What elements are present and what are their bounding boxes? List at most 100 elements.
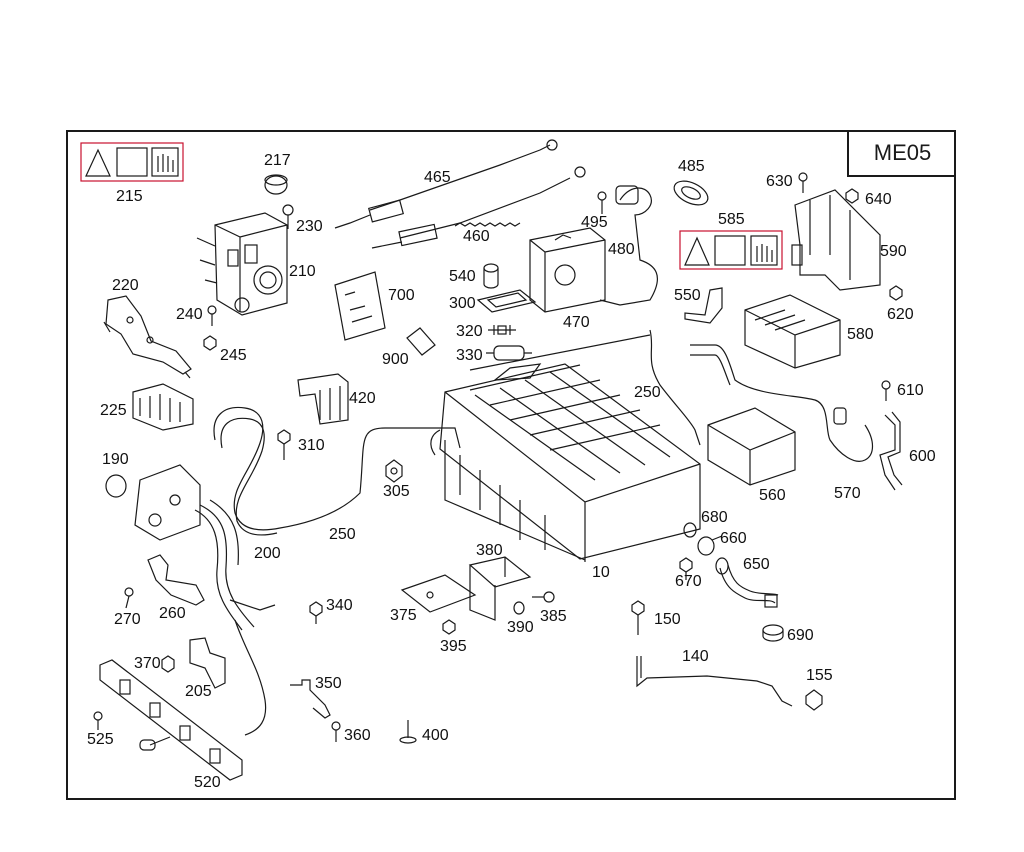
plate-375 [400, 574, 477, 613]
clamp-660 [697, 535, 723, 556]
callout-330: 330 [456, 347, 483, 364]
bolt-610 [881, 380, 891, 401]
nut-245 [203, 335, 217, 351]
hose-650 [715, 557, 779, 608]
bracket-220 [103, 295, 192, 379]
callout-350: 350 [315, 675, 342, 692]
callout-250-right: 250 [634, 384, 661, 401]
callout-600: 600 [909, 448, 936, 465]
callout-620: 620 [887, 306, 914, 323]
bracket-590 [791, 189, 881, 291]
callout-215: 215 [116, 188, 143, 205]
callout-495: 495 [581, 214, 608, 231]
callout-360: 360 [344, 727, 371, 744]
callout-140: 140 [682, 648, 709, 665]
battery-10 [430, 363, 701, 562]
callout-270: 270 [114, 611, 141, 628]
callout-155: 155 [806, 667, 833, 684]
callout-225: 225 [100, 402, 127, 419]
bolt-495 [597, 191, 607, 214]
callout-200: 200 [254, 545, 281, 562]
bolt-670 [679, 557, 693, 580]
pipe-140 [636, 656, 793, 707]
callout-370: 370 [134, 655, 161, 672]
callout-660: 660 [720, 530, 747, 547]
bolt-340 [309, 601, 323, 624]
callout-300: 300 [449, 295, 476, 312]
callout-245: 245 [220, 347, 247, 364]
callout-570: 570 [834, 485, 861, 502]
bracket-350 [290, 679, 331, 719]
bolt-385 [532, 591, 555, 603]
callout-680: 680 [701, 509, 728, 526]
callout-550: 550 [674, 287, 701, 304]
callout-400: 400 [422, 727, 449, 744]
callout-585: 585 [718, 211, 745, 228]
callout-260: 260 [159, 605, 186, 622]
junction-box-210 [196, 212, 288, 316]
callout-230: 230 [296, 218, 323, 235]
document-700 [334, 271, 386, 341]
bolt-525 [93, 711, 103, 730]
callout-630: 630 [766, 173, 793, 190]
callout-375: 375 [390, 607, 417, 624]
callout-217: 217 [264, 152, 291, 169]
callout-610: 610 [897, 382, 924, 399]
bracket-205 [189, 637, 226, 689]
callout-320: 320 [456, 323, 483, 340]
cable-480 [599, 185, 658, 306]
diagram-frame [66, 130, 956, 800]
cap-690 [762, 624, 784, 642]
callout-540: 540 [449, 268, 476, 285]
callout-240: 240 [176, 306, 203, 323]
callout-250-left: 250 [329, 526, 356, 543]
gasket-300 [476, 289, 537, 313]
tag-900 [406, 327, 436, 356]
cap-217 [264, 174, 288, 195]
cable-465 [334, 139, 558, 229]
callout-465: 465 [424, 169, 451, 186]
module-580 [744, 294, 841, 369]
callout-380: 380 [476, 542, 503, 559]
callout-480: 480 [608, 241, 635, 258]
callout-640: 640 [865, 191, 892, 208]
callout-385: 385 [540, 608, 567, 625]
bolt-360 [331, 721, 341, 742]
bracket-380 [468, 556, 532, 621]
callout-310: 310 [298, 437, 325, 454]
cover-485 [673, 180, 709, 206]
callout-205: 205 [185, 683, 212, 700]
module-560 [707, 407, 796, 486]
nut-305 [385, 459, 403, 483]
rail-520 [99, 659, 243, 781]
bracket-420 [297, 373, 349, 425]
bolt-230 [282, 204, 294, 229]
bolt-630 [798, 172, 808, 193]
cable-460 [371, 166, 586, 249]
callout-560: 560 [759, 487, 786, 504]
filter-330 [486, 345, 532, 361]
callout-420: 420 [349, 390, 376, 407]
callout-670: 670 [675, 573, 702, 590]
callout-390: 390 [507, 619, 534, 636]
callout-220: 220 [112, 277, 139, 294]
bolt-400 [399, 720, 417, 744]
callout-525: 525 [87, 731, 114, 748]
part-320 [488, 325, 516, 335]
hose-250 [213, 329, 701, 536]
bracket-260 [147, 554, 205, 606]
box-470 [529, 227, 606, 313]
callout-190: 190 [102, 451, 129, 468]
nut-370 [161, 655, 175, 673]
bolt-640 [845, 188, 859, 204]
nut-395 [442, 619, 456, 635]
bracket-550 [684, 287, 723, 324]
callout-900: 900 [382, 351, 409, 368]
callout-700: 700 [388, 287, 415, 304]
bolt-150 [631, 600, 645, 635]
bracket-225 [132, 383, 194, 431]
callout-305: 305 [383, 483, 410, 500]
washer-390 [513, 601, 525, 615]
nut-155 [805, 689, 823, 711]
